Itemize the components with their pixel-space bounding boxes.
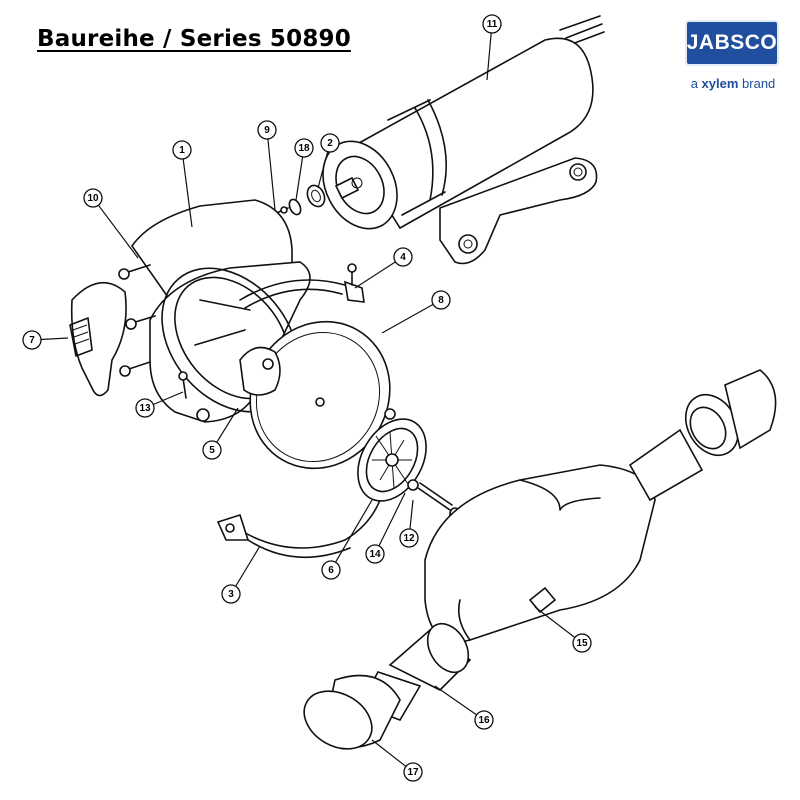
callout-circle: [172, 140, 192, 160]
callout-circle: [320, 133, 340, 153]
logo-tag-brand: xylem: [701, 76, 739, 91]
callout-number: 17: [407, 767, 419, 778]
callout-circle: [257, 120, 277, 140]
callout-leader-lines: [40, 32, 576, 767]
leader-line-11: [486, 32, 492, 81]
logo-name: JABSCO: [686, 31, 778, 54]
eccentric-part: [239, 346, 281, 396]
clamp-ring-lower-part: [216, 499, 381, 559]
callout-number: 7: [29, 335, 35, 346]
leader-line-10: [97, 204, 139, 259]
callout-number: 10: [87, 193, 99, 204]
callout-number: 1: [179, 145, 185, 156]
callout-number: 15: [576, 638, 588, 649]
callout-circle: [22, 330, 42, 350]
callout-7: 7: [22, 330, 42, 350]
callout-number: 5: [209, 445, 215, 456]
callout-circle: [403, 762, 423, 782]
leader-line-15: [534, 606, 576, 639]
callout-number: 18: [298, 143, 310, 154]
callout-circle: [431, 290, 451, 310]
leader-line-5: [216, 407, 239, 443]
page-title: Baureihe / Series 50890: [37, 26, 351, 52]
motor-part: [322, 15, 605, 265]
leader-line-13: [153, 391, 184, 406]
callout-8: 8: [431, 290, 451, 310]
callout-circle: [572, 633, 592, 653]
callout-10: 10: [83, 188, 103, 208]
callout-number: 9: [264, 125, 270, 136]
clamp-ring-upper-part: [239, 263, 365, 309]
callout-18: 18: [294, 138, 314, 158]
callout-number: 12: [403, 533, 415, 544]
callout-circle: [221, 584, 241, 604]
callout-number: 8: [438, 295, 444, 306]
callout-number: 13: [139, 403, 151, 414]
callout-bubbles: 11 9 18 2 1 10 4 8 7 13 5 3 6 14 12 15 16 17: [22, 14, 592, 782]
callout-4: 4: [393, 247, 413, 267]
leader-line-2: [317, 151, 329, 189]
callout-1: 1: [172, 140, 192, 160]
callout-circle: [399, 528, 419, 548]
callout-circle: [393, 247, 413, 267]
logo-tagline: a xylem brand: [683, 76, 783, 91]
callout-6: 6: [321, 560, 341, 580]
leader-line-18: [295, 156, 304, 201]
leader-line-9: [267, 138, 276, 211]
callout-3: 3: [221, 584, 241, 604]
callout-11: 11: [482, 14, 502, 34]
callout-15: 15: [572, 633, 592, 653]
manifold-part: [388, 369, 777, 691]
shaft-seal-parts: [271, 184, 326, 216]
leader-line-4: [354, 261, 396, 289]
leader-line-8: [381, 303, 434, 334]
logo-tag-prefix: a: [690, 76, 702, 91]
callout-circle: [482, 14, 502, 34]
callout-13: 13: [135, 398, 155, 418]
callout-circle: [294, 138, 314, 158]
screw-13-part: [178, 371, 188, 399]
callout-number: 16: [478, 715, 490, 726]
brand-logo: JABSCO a xylem brand: [683, 18, 783, 98]
callout-number: 3: [228, 589, 234, 600]
leader-line-14: [378, 492, 406, 547]
callout-12: 12: [399, 528, 419, 548]
leader-line-3: [235, 545, 261, 587]
callout-2: 2: [320, 133, 340, 153]
end-cover-part: [69, 281, 127, 397]
leader-line-1: [182, 158, 193, 228]
leader-line-12: [409, 499, 414, 530]
logo-tag-suffix: brand: [738, 76, 776, 91]
callout-16: 16: [474, 710, 494, 730]
callout-circle: [135, 398, 155, 418]
callout-number: 6: [328, 565, 334, 576]
callout-circle: [321, 560, 341, 580]
callout-circle: [365, 544, 385, 564]
hose-fitting-part: [303, 671, 422, 750]
callout-circle: [474, 710, 494, 730]
logo-badge: JABSCO: [685, 20, 779, 66]
callout-9: 9: [257, 120, 277, 140]
callout-number: 14: [369, 549, 381, 560]
callout-14: 14: [365, 544, 385, 564]
leader-line-6: [335, 499, 373, 563]
callout-number: 2: [327, 138, 333, 149]
callout-number: 4: [400, 252, 406, 263]
leader-line-16: [434, 685, 477, 716]
callout-5: 5: [202, 440, 222, 460]
valve-body-part: [357, 408, 427, 502]
callout-circle: [202, 440, 222, 460]
pump-housing-part: [118, 199, 311, 423]
callout-17: 17: [403, 762, 423, 782]
leader-line-17: [371, 739, 407, 767]
callout-circle: [83, 188, 103, 208]
leader-line-7: [40, 337, 69, 341]
callout-number: 11: [487, 19, 498, 30]
